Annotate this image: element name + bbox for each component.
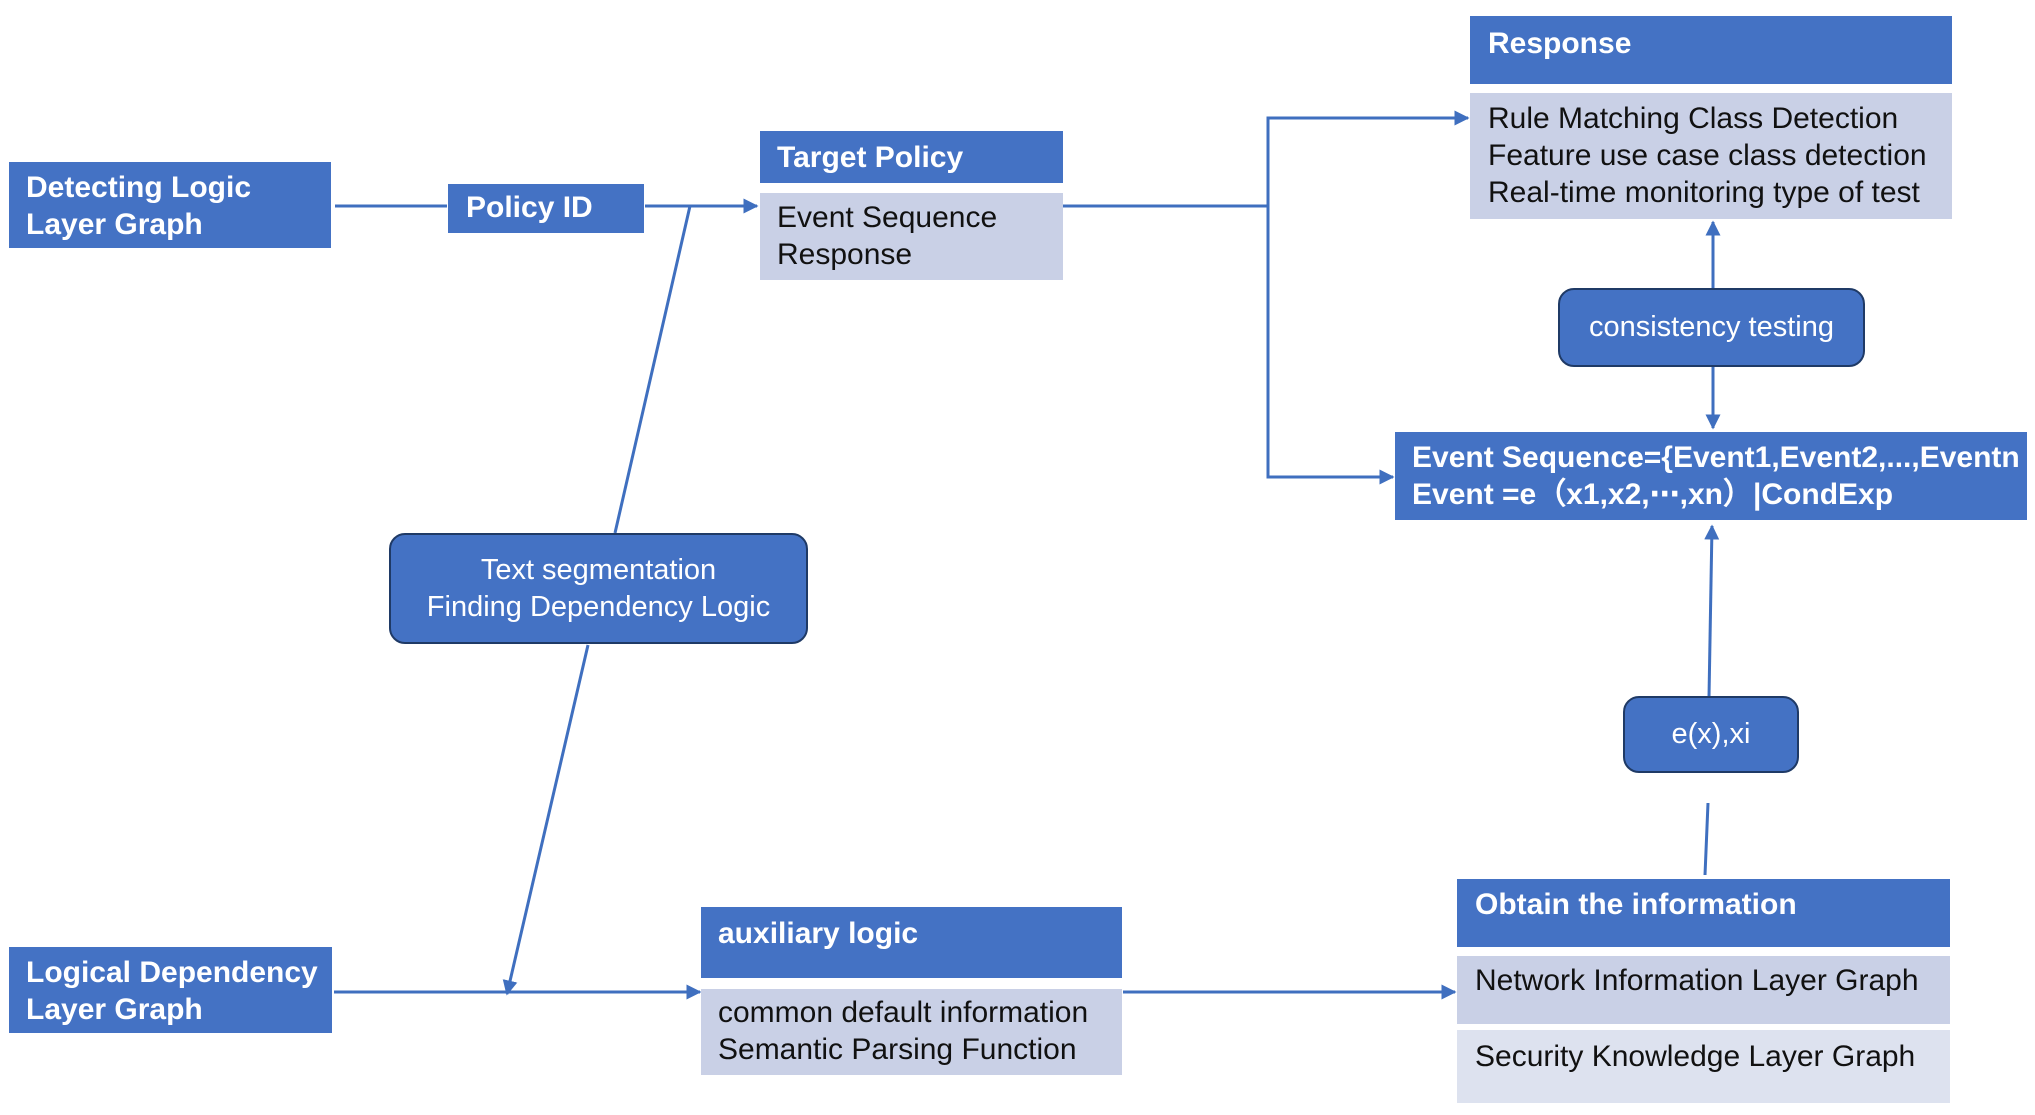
- auxiliary-logic-title: auxiliary logic: [718, 917, 919, 950]
- policy-id-label: Policy ID: [466, 191, 593, 224]
- response-body: Rule Matching Class Detection Feature us…: [1470, 93, 1952, 219]
- target-policy-item-event-sequence: Event Sequence: [777, 201, 998, 234]
- target-policy-item-response: Response: [777, 238, 913, 271]
- obtain-information-header: Obtain the information: [1457, 879, 1950, 947]
- edge-exxi-to-eventseq: [1704, 524, 1720, 698]
- event-sequence-node: Event Sequence={Event1,Event2,...,Eventn…: [1395, 432, 2035, 520]
- text-segmentation-line1: Text segmentation: [480, 553, 717, 586]
- logical-dependency-node: Logical Dependency Layer Graph: [9, 947, 332, 1033]
- detecting-logic-line2: Layer Graph: [26, 208, 203, 241]
- response-item-rule-matching: Rule Matching Class Detection: [1488, 102, 1899, 135]
- security-knowledge-item: Security Knowledge Layer Graph: [1457, 1030, 1950, 1103]
- edge-policyid-to-textseg: [613, 205, 692, 534]
- event-definition: Event =e（x1,x2,⋯,xn）|CondExp: [1412, 478, 1894, 511]
- obtain-information-title: Obtain the information: [1475, 888, 1797, 921]
- policy-id-node: Policy ID: [448, 184, 644, 233]
- response-title: Response: [1488, 27, 1632, 60]
- auxiliary-item-semantic-parsing: Semantic Parsing Function: [718, 1033, 1077, 1066]
- target-policy-body: Event Sequence Response: [760, 193, 1063, 280]
- edge-split-to-response: [1266, 110, 1470, 206]
- consistency-testing-node: consistency testing: [1558, 288, 1865, 367]
- logical-dependency-line1: Logical Dependency: [26, 956, 318, 989]
- text-segmentation-node: Text segmentation Finding Dependency Log…: [389, 533, 808, 644]
- target-policy-header: Target Policy: [760, 131, 1063, 183]
- edge-obtain-to-exxi: [1703, 802, 1710, 876]
- network-information-label: Network Information Layer Graph: [1475, 964, 1919, 997]
- logical-dependency-line2: Layer Graph: [26, 993, 203, 1026]
- edge-textseg-to-logical: [502, 644, 590, 996]
- auxiliary-item-common-default: common default information: [718, 996, 1089, 1029]
- detecting-logic-node: Detecting Logic Layer Graph: [9, 162, 331, 248]
- auxiliary-logic-header: auxiliary logic: [701, 907, 1122, 978]
- network-information-item: Network Information Layer Graph: [1457, 956, 1950, 1024]
- exxi-label: e(x),xi: [1671, 718, 1751, 750]
- response-header: Response: [1470, 16, 1952, 84]
- text-segmentation-line2: Finding Dependency Logic: [426, 590, 771, 623]
- target-policy-title: Target Policy: [777, 141, 964, 174]
- edge-split-to-eventseq: [1266, 206, 1395, 485]
- response-item-feature-use-case: Feature use case class detection: [1488, 139, 1927, 172]
- detecting-logic-line1: Detecting Logic: [26, 171, 252, 204]
- consistency-testing-label: consistency testing: [1588, 311, 1834, 343]
- response-item-realtime-monitoring: Real-time monitoring type of test: [1488, 176, 1920, 209]
- event-sequence-definition: Event Sequence={Event1,Event2,...,Eventn…: [1412, 441, 2035, 474]
- exxi-node: e(x),xi: [1623, 696, 1799, 773]
- security-knowledge-label: Security Knowledge Layer Graph: [1475, 1040, 1916, 1073]
- auxiliary-logic-body: common default information Semantic Pars…: [701, 989, 1122, 1075]
